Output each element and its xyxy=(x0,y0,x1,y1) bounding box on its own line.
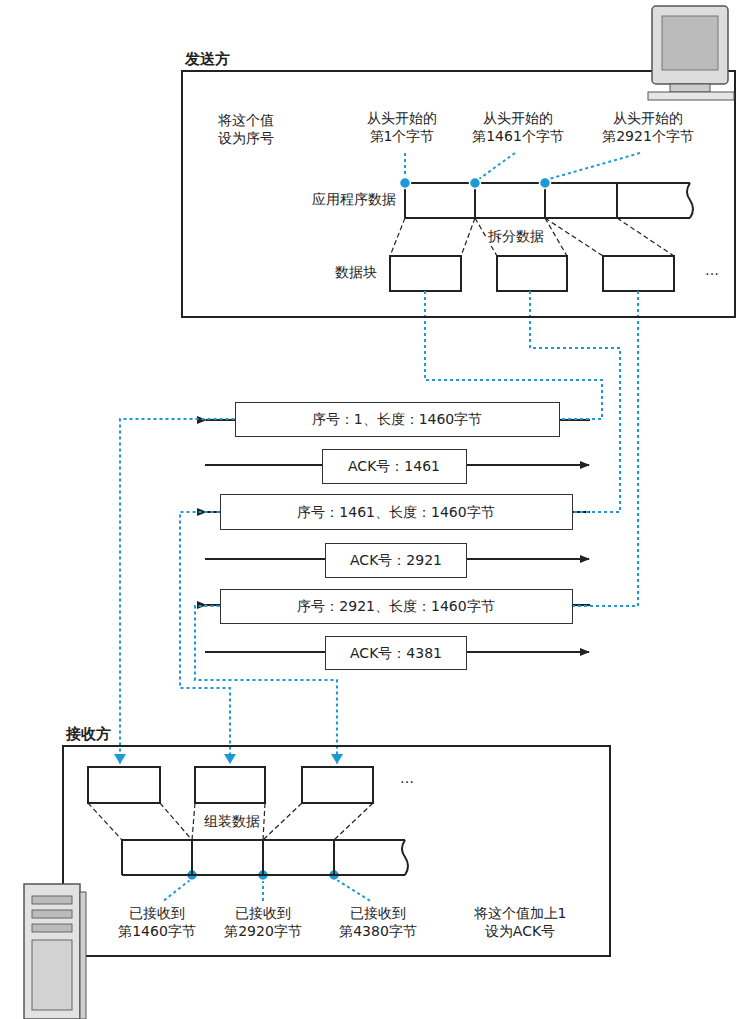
split-lines xyxy=(390,218,674,256)
packet-box: ACK号：2921 xyxy=(325,543,467,578)
packet-arrows xyxy=(205,420,590,652)
annotation-text: 将这个值 设为序号 xyxy=(216,112,276,147)
data-flow-line xyxy=(573,291,639,606)
annotation-text: 已接收到 第2920字节 xyxy=(222,905,304,940)
annotation-text: … xyxy=(398,770,416,788)
packet-label: ACK号：2921 xyxy=(350,552,442,569)
data-flow-line xyxy=(195,606,337,764)
data-flow-line xyxy=(425,291,602,419)
host-box: 发送方 xyxy=(181,70,736,318)
annotation-text: 已接收到 第1460字节 xyxy=(116,905,198,940)
annotation-text: 从头开始的 第1个字节 xyxy=(365,110,439,145)
annotation-text: 从头开始的 第1461个字节 xyxy=(470,110,566,145)
packet-label: 序号：2921、长度：1460字节 xyxy=(297,598,494,615)
packet-box: ACK号：1461 xyxy=(322,449,467,484)
annotation-text: … xyxy=(703,262,721,280)
data-flow-line xyxy=(120,419,235,764)
packet-box: 序号：2921、长度：1460字节 xyxy=(220,589,573,624)
sender-data-blocks xyxy=(390,256,674,291)
annotation-text: 组装数据 xyxy=(202,813,262,831)
annotation-text: 应用程序数据 xyxy=(310,191,398,209)
packet-box: ACK号：4381 xyxy=(325,636,467,670)
packet-label: 序号：1、长度：1460字节 xyxy=(312,411,483,428)
assemble-lines xyxy=(88,803,373,840)
receiver-data-blocks xyxy=(88,767,373,803)
computer-icon xyxy=(648,6,734,100)
annotation-text: 将这个值加上1 设为ACK号 xyxy=(472,905,569,940)
leader-lines xyxy=(162,153,640,902)
packet-label: 序号：1461、长度：1460字节 xyxy=(297,504,494,521)
data-flow-line xyxy=(180,512,230,764)
annotation-text: 数据块 xyxy=(333,264,379,282)
server-icon xyxy=(24,884,86,1019)
annotation-text: 拆分数据 xyxy=(486,228,546,246)
sender-data-strip xyxy=(405,183,693,218)
host-title: 接收方 xyxy=(66,725,111,744)
annotation-text: 已接收到 第4380字节 xyxy=(337,905,419,940)
packet-box: 序号：1461、长度：1460字节 xyxy=(220,494,573,530)
packet-label: ACK号：1461 xyxy=(348,458,440,475)
receiver-data-strip xyxy=(122,840,408,875)
host-title: 发送方 xyxy=(185,50,230,69)
packet-label: ACK号：4381 xyxy=(350,645,442,662)
packet-box: 序号：1、长度：1460字节 xyxy=(235,402,560,437)
annotation-text: 从头开始的 第2921个字节 xyxy=(600,110,696,145)
